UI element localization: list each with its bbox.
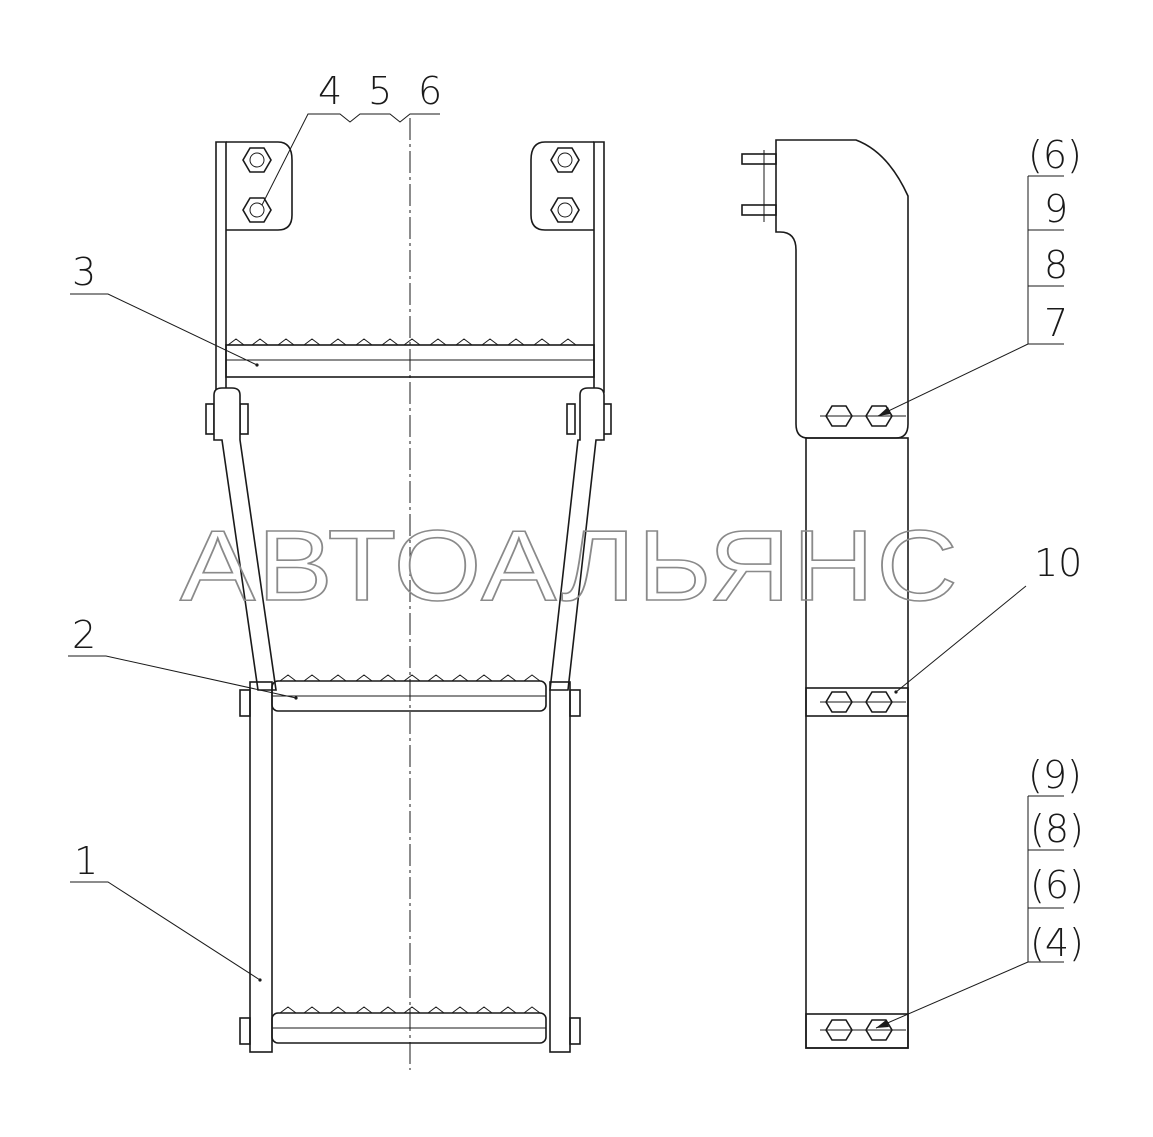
- table-lower: (9) (8) (6) (4): [875, 753, 1084, 1029]
- lower-rails: [249, 681, 571, 1053]
- table-lower-row-3: (4): [1030, 921, 1084, 965]
- table-upper-row-0: (6): [1028, 133, 1082, 177]
- callout-6: 6: [418, 69, 442, 113]
- callout-10: 10: [1034, 541, 1082, 585]
- callout-4: 4: [318, 69, 342, 113]
- leader-10: [895, 585, 1027, 693]
- side-bottom-clamp: [805, 1013, 909, 1049]
- table-lower-row-0: (9): [1028, 753, 1082, 797]
- side-bolts-upper: [820, 405, 906, 427]
- table-upper: (6) 9 8 7: [877, 133, 1082, 417]
- callout-3: 3: [72, 250, 96, 294]
- front-view: 3 2 1 4 5 6: [68, 69, 612, 1070]
- table-lower-row-2: (6): [1030, 863, 1084, 907]
- side-bracket: [775, 139, 909, 439]
- table-upper-row-2: 8: [1044, 243, 1068, 287]
- pivot-bolts: [205, 403, 612, 435]
- table-upper-row-3: 7: [1044, 301, 1068, 345]
- upper-step-teeth: [227, 338, 577, 346]
- side-mid-clamp: [805, 687, 909, 717]
- side-pins: [741, 150, 777, 222]
- front-leaders: [68, 113, 440, 982]
- table-lower-row-1: (8): [1030, 807, 1084, 851]
- bottom-step: [239, 1006, 581, 1045]
- callout-1: 1: [74, 839, 98, 883]
- middle-step: [239, 674, 581, 717]
- callout-5: 5: [368, 69, 392, 113]
- table-upper-row-1: 9: [1044, 187, 1068, 231]
- callout-2: 2: [72, 613, 96, 657]
- upper-bolts: [242, 147, 580, 223]
- side-view: (6) 9 8 7 10 (9) (8) (6) (4): [741, 133, 1084, 1049]
- watermark: АВТОАЛЬЯНС: [180, 510, 960, 622]
- swing-links: [213, 387, 605, 691]
